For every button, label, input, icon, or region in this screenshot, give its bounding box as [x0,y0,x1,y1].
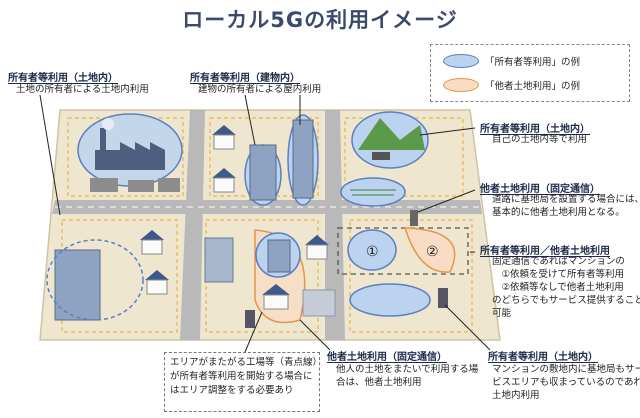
callout-top-mid-line-1: 建物の所有者による屋内利用 [198,84,322,95]
callout-right-3-line-5: 可能 [492,308,512,319]
callout-bottom-right-line-2: ビスエリアも収まっているのであれば [492,377,640,388]
callout-bottom-mid-line-1: 他人の土地をまたいで利用する場 [336,364,479,375]
factory-icon [95,118,165,170]
callout-right-3-line-3: ②依頼等なしで他者土地利用 [492,282,624,293]
callout-right-1-line-1: 自己の土地内等で利用 [492,134,588,145]
callout-bottom-right-line-3: 土地内利用 [492,390,540,401]
note-line-3: はエリア調整をする必要あり [170,385,294,396]
road-base-station-icon [410,210,418,226]
mid-base-station-icon [245,310,255,328]
mansion-site-ellipse [349,283,431,317]
callout-right-1-header: 所有者等利用（土地内） [480,124,590,135]
road-vertical-left [180,110,205,340]
building-icon-2 [292,119,314,199]
marker-two-label: ② [426,244,439,260]
callout-right-3-line-1: 固定通信であればマンションの [492,256,625,267]
right-base-station-icon [438,288,448,308]
marker-two-shape [403,227,456,273]
area-adjustment-note-box [164,352,320,412]
marker-one-label: ① [366,244,379,260]
bulldozer-icon [372,152,390,160]
factory-dotted-area [46,239,144,321]
note-line-1: エリアがまたがる工場等（青点線） [170,357,323,368]
house-icon-top-2 [212,168,236,193]
page-title: ローカル5Gの利用イメージ [182,8,458,32]
marker-one-ellipse [347,229,397,271]
farm-coverage-ellipse [340,177,406,207]
legend-item-owner: 「所有者等利用」の例 [443,54,580,68]
note-line-2: が所有者等利用を開始する場合に [170,371,313,382]
house-icon-mid [262,284,290,310]
farm-rows-icon [350,189,396,196]
house-icon-mid-right [305,235,329,260]
callout-bottom-mid-line-2: 合は、他者土地利用 [336,377,422,388]
legend-box: 「所有者等利用」の例 「他者土地利用」の例 [430,44,630,102]
callout-right-3-line-4: のどちらでもサービス提供することが [492,295,640,306]
small-factories-icon [90,178,180,192]
house-icon-left-1 [140,230,164,255]
callout-lines [39,94,491,353]
legend-item-other: 「他者土地利用」の例 [443,78,580,92]
building-icon-1 [249,144,277,201]
legend-label-owner: 「所有者等利用」の例 [485,57,581,68]
legend-label-other: 「他者土地利用」の例 [485,81,581,92]
apartment-dashed-area [337,227,469,275]
callout-right-3-header: 所有者等利用／他者土地利用 [480,246,610,257]
hill-icon [358,118,425,150]
apartment-icon-left [204,237,234,283]
road-vertical-mid [325,110,345,340]
building-icon-gray [302,289,336,317]
callout-bottom-right-header: 所有者等利用（土地内） [488,352,598,363]
callout-top-left-line-1: 土地の所有者による土地内利用 [16,84,149,95]
house-icon-left-2 [145,270,169,295]
house-icon-top-1 [212,125,236,150]
callout-right-2-header: 他者土地利用（固定通信） [480,184,600,195]
callout-bottom-right-line-1: マンションの敷地内に基地局もサー [492,364,640,375]
legend-swatch-owner [443,54,479,68]
factory-complex-icon [54,249,101,321]
callout-bottom-mid-header: 他者土地利用（固定通信） [327,352,447,363]
callout-right-3-line-2: ①依頼を受けて所有者等利用 [492,269,625,280]
callout-top-left-header: 所有者等利用（土地内） [8,73,118,84]
legend-swatch-other [443,78,479,92]
callout-top-mid-header: 所有者等利用（建物内） [190,73,300,84]
callout-right-2-line-2: 基本的に他者土地利用となる。 [492,207,625,218]
callout-right-2-line-1: 道路に基地局を設置する場合には、 [492,194,640,205]
apartment-icon-mid [267,239,291,273]
